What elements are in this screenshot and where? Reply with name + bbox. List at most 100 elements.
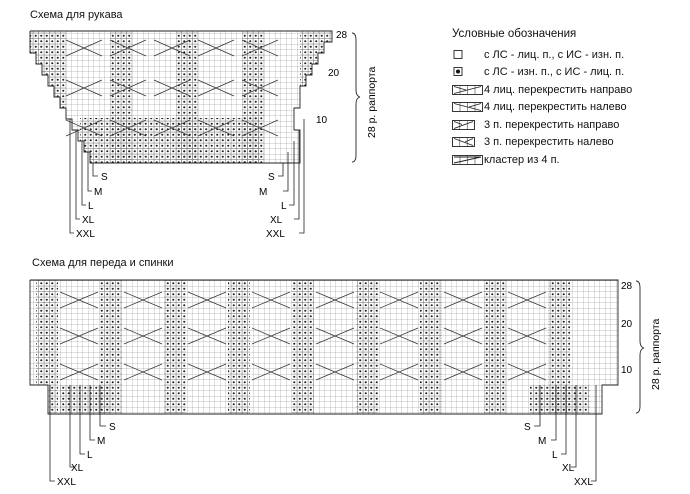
body-cable-line — [123, 291, 163, 309]
legend-item-cluster-4: кластер из 4 п. — [452, 151, 632, 169]
body-repeat-label: 28 р. раппорта — [650, 319, 662, 390]
body-cable-line — [187, 327, 227, 345]
body-size-right-m: M — [538, 436, 546, 447]
legend-label-cross-3-left: 3 п. перекрестить налево — [484, 136, 614, 149]
body-cable-line — [59, 291, 99, 309]
sleeve-cable-line — [65, 119, 103, 137]
legend-item-knit: с ЛС - лиц. п., с ИС - изн. п. — [452, 46, 632, 64]
legend-item-cross-3-left: 3 п. перекрестить налево — [452, 134, 632, 152]
body-row-label-28: 28 — [621, 281, 633, 292]
sleeve-row-label-28: 28 — [336, 30, 348, 41]
legend-item-cross-3-right: 3 п. перекрестить направо — [452, 116, 632, 134]
sleeve-size-left-xxl: XXL — [76, 229, 95, 240]
legend-label-cross-4-left: 4 лиц. перекрестить налево — [484, 101, 627, 114]
sleeve-purl-edge — [30, 31, 44, 163]
body-size-right-xxl: XXL — [574, 477, 593, 488]
sleeve-size-right-m: M — [259, 187, 267, 198]
knit-stitch-icon — [452, 49, 484, 61]
body-cable-line — [315, 327, 355, 345]
sleeve-chart-grid — [30, 31, 332, 163]
cross-4-left-icon — [452, 101, 484, 113]
sleeve-purl-edge — [300, 31, 332, 163]
sleeve-cable-line — [153, 39, 191, 57]
legend-label-purl: с ЛС - изн. п., с ИС - лиц. п. — [484, 66, 625, 79]
sleeve-cable-line — [65, 79, 103, 97]
body-cable-line — [251, 363, 291, 381]
sleeve-cable-lines — [65, 39, 279, 137]
body-purl-block-left — [60, 385, 110, 414]
body-purl-column — [548, 280, 570, 414]
sleeve-purl-column — [44, 31, 66, 163]
sleeve-size-left-s: S — [101, 172, 108, 183]
body-repeat-brace — [635, 280, 645, 414]
body-size-right-xl: XL — [562, 463, 575, 474]
sleeve-cable-line — [153, 79, 191, 97]
sleeve-cable-line — [241, 119, 279, 137]
body-cable-line — [443, 291, 483, 309]
body-purl-column — [36, 280, 58, 414]
sleeve-size-lines — [69, 119, 305, 234]
body-purl-column — [420, 280, 442, 414]
sleeve-size-left-xl: XL — [82, 215, 95, 226]
sleeve-size-left-l: L — [88, 201, 94, 212]
sleeve-cable-line — [109, 79, 147, 97]
body-size-lines — [49, 385, 597, 482]
body-purl-column — [100, 280, 122, 414]
body-size-left-xxl: XXL — [57, 477, 76, 488]
sleeve-cable-line — [197, 39, 235, 57]
body-cable-line — [123, 363, 163, 381]
sleeve-cable-line — [109, 39, 147, 57]
body-cable-line — [507, 363, 547, 381]
body-row-label-20: 20 — [621, 319, 633, 330]
purl-stitch-icon — [452, 66, 484, 78]
sleeve-chart: S M L XL XXL S M L XL XXL 28 20 10 28 р.… — [29, 30, 378, 240]
body-size-left-l: L — [87, 450, 93, 461]
cross-3-left-icon — [452, 136, 484, 148]
sleeve-cable-line — [109, 119, 147, 137]
body-chart-grid — [30, 280, 618, 414]
sleeve-cable-line — [197, 79, 235, 97]
body-size-right-s: S — [524, 422, 531, 433]
legend-item-cross-4-left: 4 лиц. перекрестить налево — [452, 99, 632, 117]
body-cable-line — [59, 363, 99, 381]
body-cable-line — [443, 327, 483, 345]
sleeve-row-label-20: 20 — [328, 68, 340, 79]
sleeve-size-right-xl: XL — [270, 215, 283, 226]
body-cable-line — [379, 363, 419, 381]
legend-label-cluster-4: кластер из 4 п. — [484, 153, 560, 166]
legend-item-cross-4-right: 4 лиц. перекрестить направо — [452, 81, 632, 99]
body-cable-line — [187, 291, 227, 309]
sleeve-repeat-label: 28 р. раппорта — [366, 67, 378, 138]
body-size-left-m: M — [97, 436, 105, 447]
body-cable-line — [507, 291, 547, 309]
sleeve-cable-line — [241, 39, 279, 57]
sleeve-row-label-10: 10 — [316, 115, 328, 126]
sleeve-size-right-l: L — [281, 201, 287, 212]
body-row-label-10: 10 — [621, 365, 633, 376]
body-outline — [29, 279, 619, 415]
cluster-4-icon — [452, 154, 484, 166]
body-purl-column — [356, 280, 378, 414]
legend-label-cross-4-right: 4 лиц. перекрестить направо — [484, 83, 633, 96]
sleeve-cable-line — [241, 79, 279, 97]
body-purl-column — [228, 280, 250, 414]
body-cable-line — [507, 327, 547, 345]
body-cable-line — [187, 363, 227, 381]
body-cable-line — [379, 291, 419, 309]
body-grid-cells — [30, 280, 618, 414]
body-purl-column — [484, 280, 506, 414]
legend: Условные обозначения с ЛС - лиц. п., с И… — [452, 28, 632, 169]
body-cable-line — [315, 291, 355, 309]
body-size-left-s: S — [109, 422, 116, 433]
body-purl-column — [164, 280, 186, 414]
body-chart-title: Схема для переда и спинки — [32, 257, 174, 269]
body-cable-line — [379, 327, 419, 345]
sleeve-chart-title: Схема для рукава — [30, 9, 123, 21]
body-cable-line — [123, 327, 163, 345]
body-cable-line — [59, 327, 99, 345]
sleeve-purl-block — [80, 118, 260, 163]
sleeve-size-right-xxl: XXL — [266, 229, 285, 240]
sleeve-repeat-brace — [351, 32, 361, 163]
body-cable-line — [251, 327, 291, 345]
